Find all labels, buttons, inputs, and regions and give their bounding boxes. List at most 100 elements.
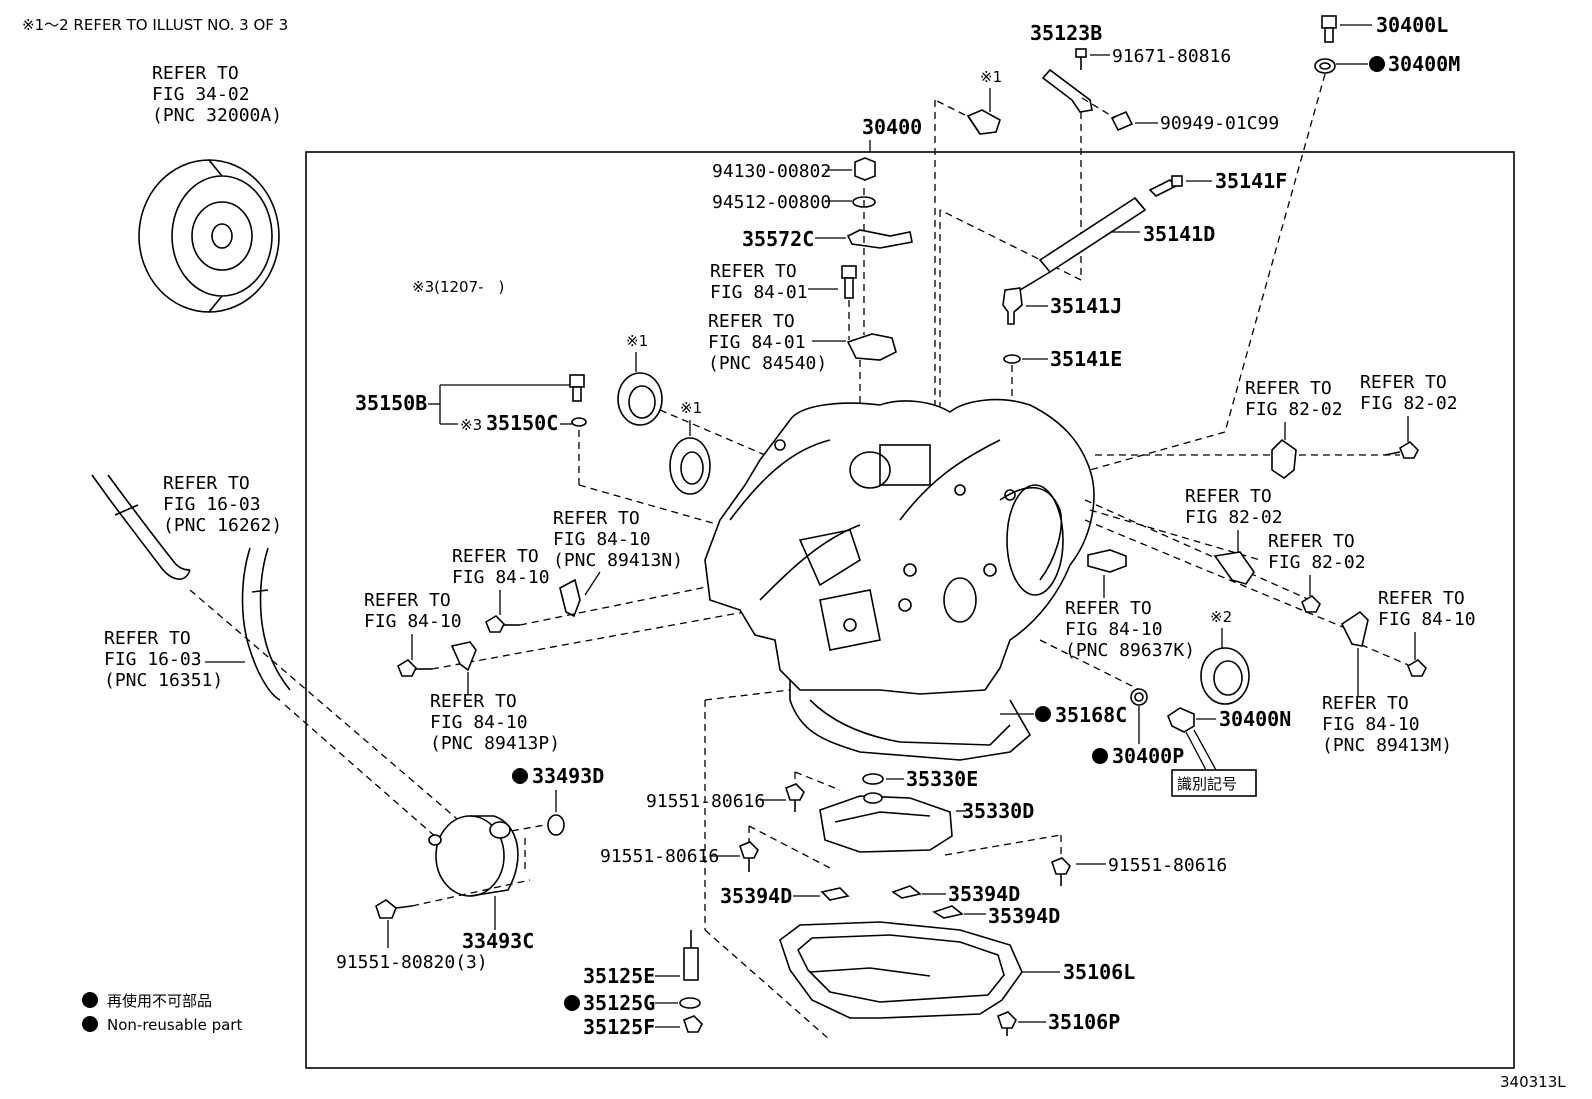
- svg-text:REFER TO: REFER TO: [430, 691, 517, 712]
- svg-text:94130-00802: 94130-00802: [712, 161, 831, 182]
- bolt-mark1-top: ※1: [966, 68, 1002, 135]
- union-35141J: 35141J: [1002, 287, 1122, 325]
- svg-text:FIG 34-02: FIG 34-02: [152, 84, 250, 105]
- svg-text:35150B: 35150B: [355, 391, 427, 415]
- part-35141F: 35141F: [1148, 169, 1287, 197]
- gasket-35168C: 35168C: [1000, 703, 1127, 727]
- assembly-frame: [305, 151, 1515, 1069]
- washer-94512: 94512-00800: [712, 192, 876, 213]
- gasket-30400M: 30400M: [1314, 52, 1460, 76]
- bolt-91551-80820: 91551-80820(3): [336, 899, 488, 973]
- svg-text:FIG 16-03: FIG 16-03: [104, 649, 202, 670]
- nut-94130: 94130-00802: [712, 157, 876, 182]
- svg-text:REFER TO: REFER TO: [1322, 693, 1409, 714]
- legend: 再使用不可部品 Non-reusable part: [82, 992, 242, 1034]
- svg-text:30400N: 30400N: [1219, 707, 1291, 731]
- svg-text:35123B: 35123B: [1030, 21, 1102, 45]
- bracket-ref-fig8202-c: REFER TO FIG 82-02: [1185, 486, 1283, 585]
- bolt-35150B: 35150B: [355, 374, 585, 425]
- svg-text:REFER TO: REFER TO: [152, 63, 239, 84]
- svg-text:FIG 16-03: FIG 16-03: [163, 494, 261, 515]
- svg-text:(PNC 89413N): (PNC 89413N): [553, 550, 683, 571]
- svg-text:(PNC 16351): (PNC 16351): [104, 670, 223, 691]
- svg-text:REFER TO: REFER TO: [163, 473, 250, 494]
- bolt-91551-b: 91551-80616: [600, 841, 759, 872]
- svg-text:(PNC 89413M): (PNC 89413M): [1322, 735, 1452, 756]
- svg-text:FIG 84-10: FIG 84-10: [553, 529, 651, 550]
- figure-id: 340313L: [1500, 1073, 1566, 1091]
- svg-text:35141E: 35141E: [1050, 347, 1122, 371]
- svg-text:(PNC 16262): (PNC 16262): [163, 515, 282, 536]
- bolt-91551-a: 91551-80616: [646, 783, 805, 812]
- sensor-ref-89637K: REFER TO FIG 84-10 (PNC 89637K): [1065, 549, 1195, 661]
- svg-text:35168C: 35168C: [1055, 703, 1127, 727]
- torque-converter-ref: REFER TO FIG 34-02 (PNC 32000A): [152, 63, 282, 126]
- main-assembly-label: 30400: [862, 115, 922, 139]
- id-mark-box: [1171, 769, 1257, 797]
- torque-converter-icon: [138, 159, 280, 313]
- id-mark-label: 識別記号: [1177, 775, 1237, 793]
- hose-lower-ref: REFER TO FIG 16-03 (PNC 16351): [104, 628, 245, 691]
- svg-text:35125G: 35125G: [583, 991, 655, 1015]
- svg-text:REFER TO: REFER TO: [1245, 378, 1332, 399]
- transmission-case: [704, 398, 1095, 761]
- svg-text:91671-80816: 91671-80816: [1112, 46, 1231, 67]
- svg-text:REFER TO: REFER TO: [452, 546, 539, 567]
- non-reusable-dot: [1369, 56, 1385, 72]
- oring-35150C: ※3 35150C: [460, 411, 587, 435]
- svg-text:※1: ※1: [680, 399, 702, 417]
- gasket-30400P: 30400P: [1092, 688, 1184, 768]
- svg-text:35394D: 35394D: [948, 882, 1020, 906]
- gasket-35394D-b: 35394D: [891, 882, 1020, 906]
- legend-en: Non-reusable part: [107, 1016, 242, 1034]
- svg-text:33493C: 33493C: [462, 929, 534, 953]
- legend-dot-jp: [82, 992, 98, 1008]
- svg-text:FIG 82-02: FIG 82-02: [1360, 393, 1458, 414]
- svg-text:REFER TO: REFER TO: [710, 261, 797, 282]
- svg-text:FIG 82-02: FIG 82-02: [1245, 399, 1343, 420]
- seal-mark1-a: ※1: [617, 332, 663, 426]
- svg-text:FIG 84-10: FIG 84-10: [452, 567, 550, 588]
- svg-text:※1: ※1: [626, 332, 648, 350]
- svg-text:94512-00800: 94512-00800: [712, 192, 831, 213]
- sensor-ref-89413M: REFER TO FIG 84-10 (PNC 89413M): [1322, 610, 1452, 756]
- gasket-35394D-c: 35394D: [932, 904, 1060, 928]
- svg-text:35394D: 35394D: [720, 884, 792, 908]
- pipe-35141D: 35141D: [1009, 196, 1215, 297]
- svg-text:(PNC 32000A): (PNC 32000A): [152, 105, 282, 126]
- svg-text:REFER TO: REFER TO: [1360, 372, 1447, 393]
- bolt-ref-fig8202-b: REFER TO FIG 82-02: [1360, 372, 1458, 459]
- svg-text:FIG 84-10: FIG 84-10: [364, 611, 462, 632]
- svg-text:FIG 84-10: FIG 84-10: [1378, 609, 1476, 630]
- svg-text:※3: ※3: [460, 416, 482, 434]
- svg-text:33493D: 33493D: [532, 764, 604, 788]
- sleeve-35125E: 35125E: [583, 930, 699, 988]
- seal-mark2: ※2: [1200, 608, 1250, 705]
- bolt-ref-fig8410-c: REFER TO FIG 84-10: [1378, 588, 1476, 677]
- sensor-ref-89413P: REFER TO FIG 84-10 (PNC 89413P): [430, 641, 560, 754]
- svg-text:35330E: 35330E: [906, 767, 978, 791]
- svg-text:90949-01C99: 90949-01C99: [1160, 113, 1279, 134]
- svg-text:FIG 84-01: FIG 84-01: [708, 332, 806, 353]
- plug-35106P: 35106P: [997, 1010, 1120, 1036]
- svg-text:FIG 84-01: FIG 84-01: [710, 282, 808, 303]
- bolt-91671: 91671-80816: [1075, 46, 1231, 70]
- oil-cooler-hose-upper: [91, 474, 191, 580]
- svg-text:91551-80820(3): 91551-80820(3): [336, 952, 488, 973]
- svg-text:35394D: 35394D: [988, 904, 1060, 928]
- svg-text:35572C: 35572C: [742, 227, 814, 251]
- svg-text:REFER TO: REFER TO: [553, 508, 640, 529]
- oil-pan-35106L: 35106L: [779, 921, 1135, 1019]
- sensor-ref-89413N: REFER TO FIG 84-10 (PNC 89413N): [553, 508, 683, 618]
- svg-text:REFER TO: REFER TO: [1065, 598, 1152, 619]
- seal-mark1-b: ※1: [669, 399, 711, 495]
- bracket-35572C: 35572C: [742, 227, 913, 251]
- svg-text:REFER TO: REFER TO: [708, 311, 795, 332]
- part-35123B: 35123B: [1030, 21, 1102, 113]
- bolt-ref-fig8202-d: REFER TO FIG 82-02: [1268, 531, 1366, 613]
- svg-text:35150C: 35150C: [486, 411, 558, 435]
- svg-text:REFER TO: REFER TO: [1185, 486, 1272, 507]
- oring-35141E: 35141E: [1003, 347, 1122, 371]
- svg-text:91551-80616: 91551-80616: [600, 846, 719, 867]
